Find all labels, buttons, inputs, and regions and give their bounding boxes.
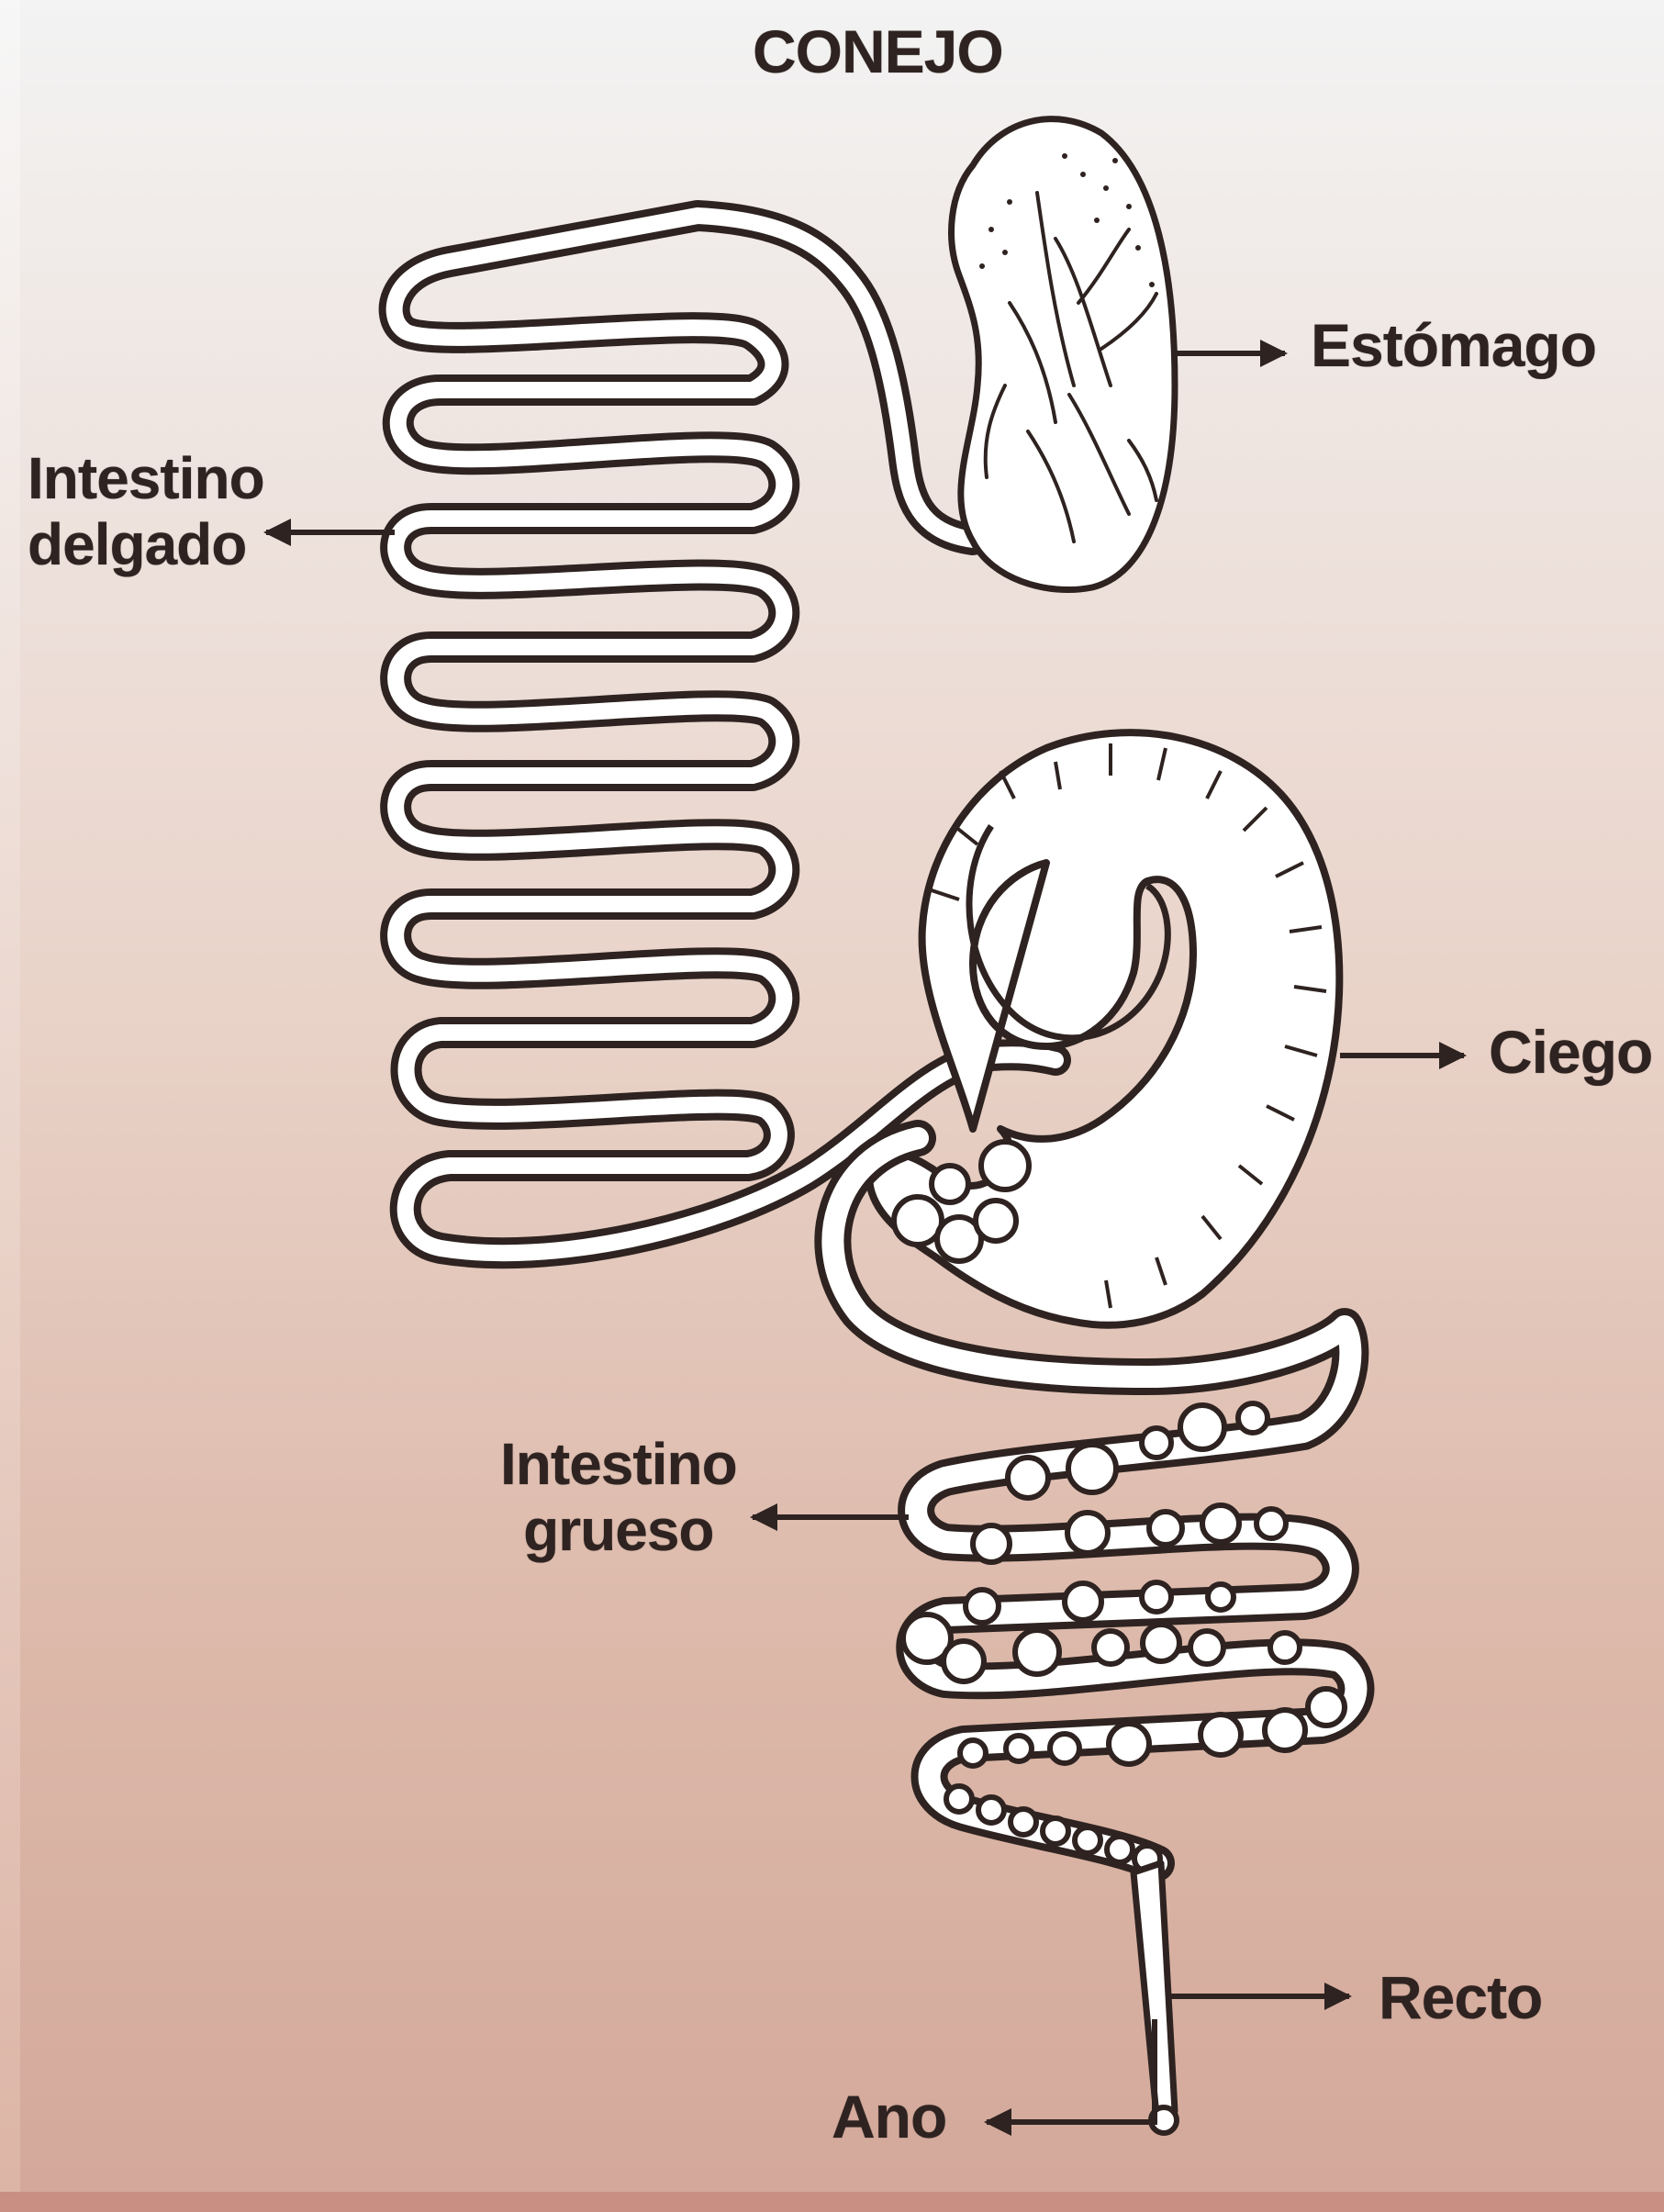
stomach — [952, 119, 1175, 590]
diagram-title: CONEJO — [753, 18, 1003, 86]
label-intestino-grueso-line2: grueso — [500, 1498, 737, 1564]
caecum — [869, 732, 1339, 1325]
label-recto: Recto — [1379, 1964, 1542, 2032]
small-intestine — [395, 216, 1055, 1253]
label-intestino-delgado-line2: delgado — [28, 512, 264, 578]
arrow-ano — [987, 2019, 1155, 2122]
stomach-outline — [952, 119, 1175, 590]
label-intestino-grueso: Intestino grueso — [500, 1432, 737, 1563]
label-intestino-delgado-line1: Intestino — [28, 446, 264, 512]
small-intestine-lumen — [395, 216, 1055, 1253]
label-estomago: Estómago — [1311, 312, 1596, 380]
label-intestino-grueso-line1: Intestino — [500, 1432, 737, 1498]
label-ciego: Ciego — [1489, 1019, 1652, 1087]
label-intestino-delgado: Intestino delgado — [28, 446, 264, 577]
label-ano: Ano — [832, 2084, 946, 2151]
